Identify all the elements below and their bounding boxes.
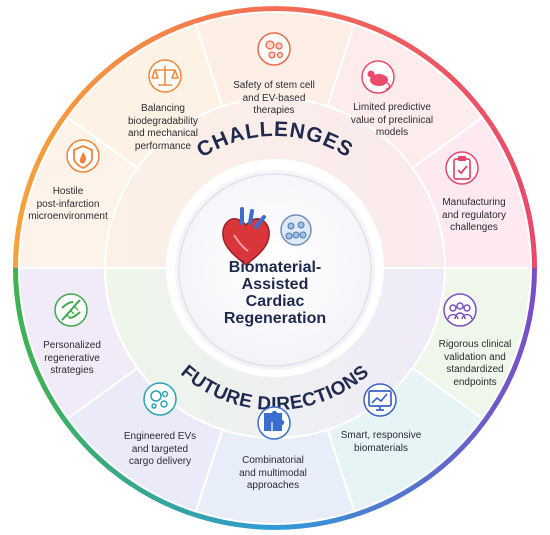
challenge-label-line: post-infarction xyxy=(36,198,100,210)
future-label-line: and targeted xyxy=(131,443,189,455)
future-label-line: regenerative xyxy=(44,352,100,364)
vesicles-icon xyxy=(143,382,177,416)
future-label-line: standardized xyxy=(446,364,504,375)
puzzle-icon xyxy=(257,406,291,440)
heart-icon xyxy=(222,207,270,267)
challenge-label-line: Balancing xyxy=(141,103,185,114)
challenge-label-line: performance xyxy=(134,140,192,152)
monitor-chart-icon xyxy=(363,383,397,417)
future-label-line: Combinatorial xyxy=(242,455,304,466)
mouse-icon xyxy=(361,60,395,94)
clipboard-check-icon xyxy=(445,151,479,185)
people-group-icon xyxy=(443,293,477,327)
center-title-line-3: Cardiac xyxy=(245,293,305,310)
challenge-label-line: Hostile xyxy=(52,186,84,197)
future-label-line: Rigorous clinical xyxy=(438,339,512,350)
challenge-label-line: and regulatory xyxy=(442,209,506,221)
future-label-line: validation and xyxy=(444,351,506,363)
center-title-line-4: Regeneration xyxy=(223,310,327,327)
future-label-line: biomaterials xyxy=(354,442,408,454)
challenge-label-line: Safety of stem cell xyxy=(233,80,315,91)
future-label-line: cargo delivery xyxy=(128,456,192,467)
challenge-label-line: Manufacturing xyxy=(442,197,506,208)
center-title-line-2: Assisted xyxy=(241,276,309,293)
center-title: Biomaterial- Assisted Cardiac Regenerati… xyxy=(210,259,340,327)
challenge-label-line: and EV-based xyxy=(242,92,306,104)
future-label-line: strategies xyxy=(50,365,94,376)
future-label-line: and multimodal xyxy=(239,467,307,479)
center-circle-inner-ring xyxy=(178,173,372,367)
balance-scale-icon xyxy=(148,59,182,93)
challenge-label-line: therapies xyxy=(253,105,295,116)
challenge-label-line: biodegradability xyxy=(127,115,199,127)
challenge-label-line: Limited predictive xyxy=(353,102,431,113)
center-circle xyxy=(171,166,379,374)
cells-icon xyxy=(257,32,291,66)
dna-icon xyxy=(54,293,88,327)
future-label-line: Smart, responsive xyxy=(340,430,422,441)
challenge-label-line: models xyxy=(375,127,409,138)
future-label-line: Personalized xyxy=(43,340,101,351)
challenges-band xyxy=(103,97,447,269)
challenge-label-line: microenvironment xyxy=(28,211,108,222)
challenge-label-line: value of preclinical xyxy=(350,114,434,126)
future-label-line: Engineered EVs xyxy=(123,431,197,442)
future-label-line: approaches xyxy=(246,480,300,491)
challenge-label-line: and mechanical xyxy=(127,128,199,139)
future-label-line: endpoints xyxy=(453,376,497,388)
challenge-label-line: challenges xyxy=(450,222,498,233)
cells-dish-icon xyxy=(280,214,312,246)
center-title-line-1: Biomaterial- xyxy=(228,259,322,276)
flame-shield-icon xyxy=(66,139,100,173)
